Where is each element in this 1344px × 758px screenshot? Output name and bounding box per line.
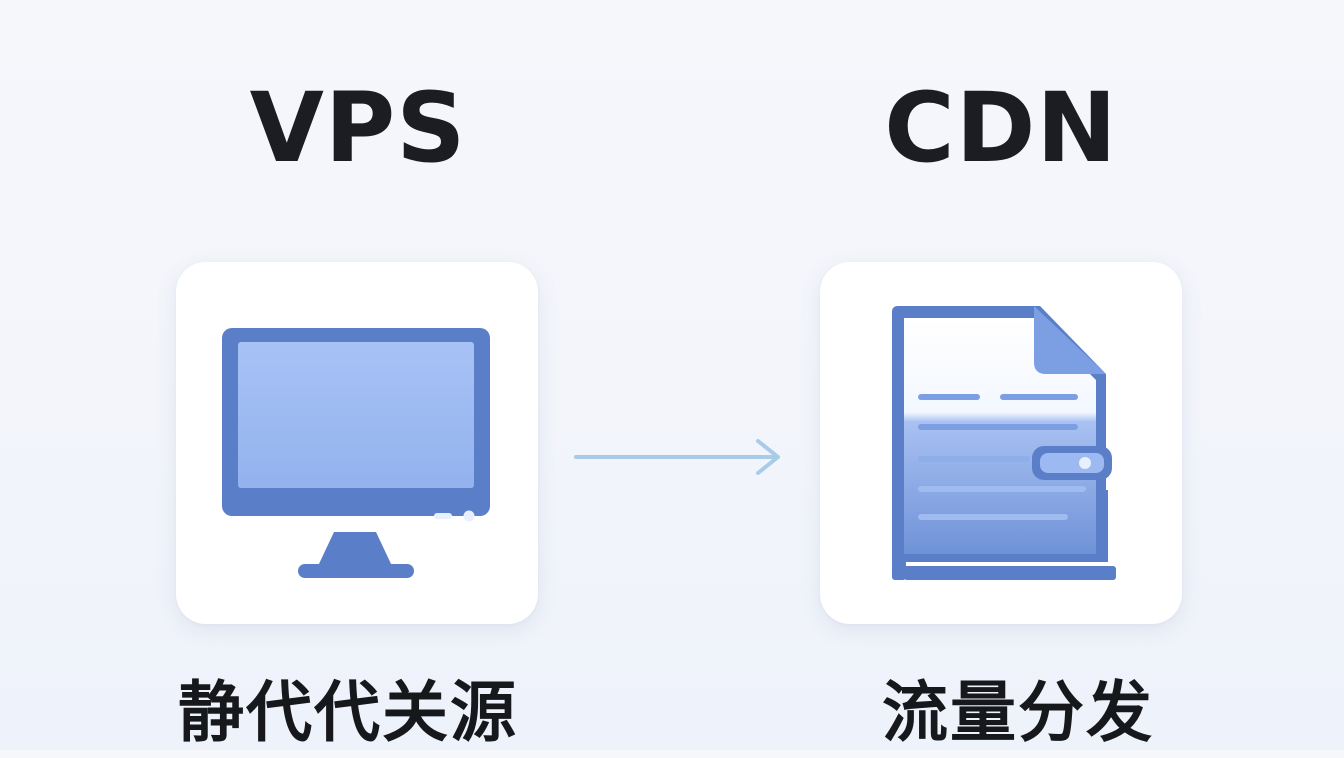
cdn-title: CDN (884, 72, 1118, 184)
cdn-caption: 流量分发 (882, 674, 1154, 751)
vps-card (176, 262, 538, 624)
arrow-right-icon (574, 439, 780, 475)
vps-caption: 静代代关源 (178, 674, 518, 751)
vps-title: VPS (249, 72, 467, 184)
cdn-card (820, 262, 1182, 624)
monitor-icon (222, 328, 490, 578)
document-icon (892, 306, 1116, 580)
